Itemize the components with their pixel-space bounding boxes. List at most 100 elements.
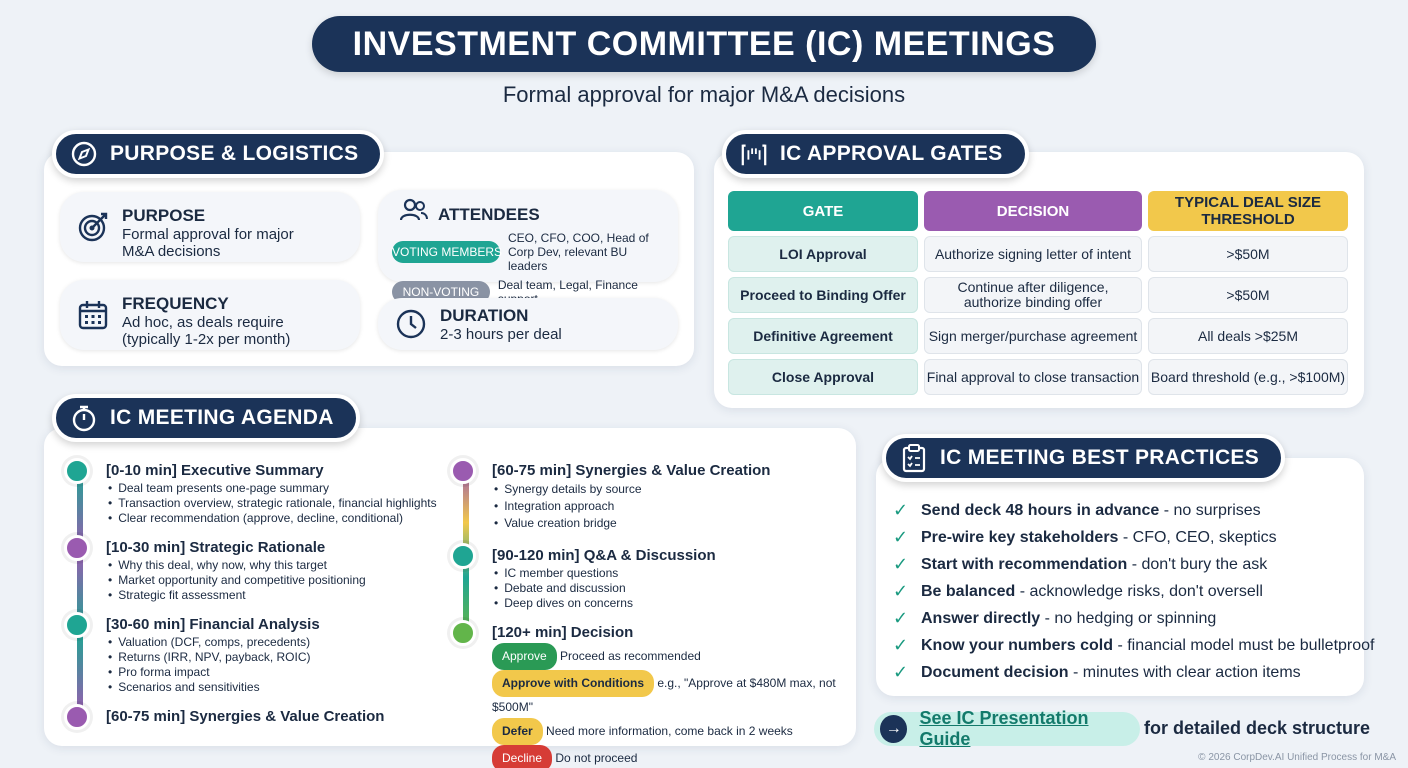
arrow-right-icon: → bbox=[880, 715, 908, 743]
purpose-text: Formal approval for major M&A decisions bbox=[122, 226, 294, 260]
agenda-heading: [30-60 min] Financial Analysis bbox=[106, 616, 320, 633]
voting-members-badge: VOTING MEMBERS bbox=[392, 241, 502, 263]
agenda-bullet: Strategic fit assessment bbox=[106, 588, 450, 603]
frequency-card: FREQUENCY Ad hoc, as deals require (typi… bbox=[60, 280, 360, 350]
list-item: ✓Be balanced - acknowledge risks, don't … bbox=[893, 578, 1374, 605]
page-subtitle: Formal approval for major M&A decisions bbox=[502, 82, 906, 107]
list-item: ✓Document decision - minutes with clear … bbox=[893, 659, 1374, 686]
purpose-logistics-title: PURPOSE & LOGISTICS bbox=[110, 142, 359, 165]
list-item: ✓Start with recommendation - don't bury … bbox=[893, 551, 1374, 578]
agenda-bullet: Transaction overview, strategic rational… bbox=[106, 496, 450, 511]
presentation-guide-suffix: for detailed deck structure bbox=[1144, 718, 1371, 738]
practice-detail: - financial model must be bulletproof bbox=[1113, 636, 1375, 654]
gate-cell: Definitive Agreement bbox=[728, 318, 918, 354]
agenda-right-column: [60-75 min] Synergies & Value Creation S… bbox=[446, 458, 846, 768]
agenda-bullet: Deep dives on concerns bbox=[492, 596, 846, 611]
compass-icon bbox=[70, 140, 98, 168]
practice-detail: - acknowledge risks, don't oversell bbox=[1015, 582, 1263, 600]
clipboard-icon bbox=[900, 444, 928, 473]
agenda-bullet: Deal team presents one-page summary bbox=[106, 481, 450, 496]
agenda-bullet: Synergy details by source bbox=[492, 481, 846, 498]
timeline-dot bbox=[450, 458, 476, 484]
threshold-cell: All deals >$25M bbox=[1148, 318, 1348, 354]
list-item: ✓ Know your numbers cold - financial mode… bbox=[893, 632, 1374, 659]
approve-conditions-badge: Approve with Conditions bbox=[492, 670, 654, 697]
agenda-bullet: Returns (IRR, NPV, payback, ROIC) bbox=[106, 650, 450, 665]
copyright-text: © 2026 CorpDev.AI Unified Process for M&… bbox=[1198, 752, 1396, 763]
timeline-dot bbox=[64, 612, 90, 638]
best-practices-list: ✓Send deck 48 hours in advance - no surp… bbox=[893, 497, 1374, 686]
timeline-dot bbox=[64, 704, 90, 730]
approve-badge: Approve bbox=[492, 643, 557, 670]
agenda-item: [60-75 min] Synergies & Value Creation S… bbox=[446, 458, 846, 546]
approval-gates-tab: IC APPROVAL GATES bbox=[722, 130, 1029, 178]
presentation-guide-link[interactable]: → See IC Presentation Guide bbox=[874, 708, 1140, 749]
practice-title: Pre-wire key stakeholders bbox=[921, 528, 1119, 546]
decision-cell: Continue after diligence, authorize bind… bbox=[924, 277, 1142, 313]
check-icon: ✓ bbox=[893, 500, 909, 520]
presentation-guide-label: See IC Presentation Guide bbox=[919, 708, 1089, 749]
best-practices-tab: IC MEETING BEST PRACTICES bbox=[882, 434, 1286, 482]
threshold-header: TYPICAL DEAL SIZE THRESHOLD bbox=[1148, 191, 1348, 231]
check-icon: ✓ bbox=[893, 608, 909, 628]
agenda-bullet: Debate and discussion bbox=[492, 581, 846, 596]
timeline-dot bbox=[64, 458, 90, 484]
agenda-bullet: Scenarios and sensitivities bbox=[106, 680, 450, 695]
practice-title: Know your numbers cold bbox=[921, 636, 1114, 654]
frequency-text: Ad hoc, as deals require (typically 1-2x… bbox=[122, 314, 291, 348]
purpose-logistics-tab: PURPOSE & LOGISTICS bbox=[52, 130, 385, 178]
check-icon: ✓ bbox=[893, 662, 909, 682]
table-row: Close Approval Final approval to close t… bbox=[728, 359, 1348, 395]
gate-cell: Proceed to Binding Offer bbox=[728, 277, 918, 313]
table-row: Proceed to Binding Offer Continue after … bbox=[728, 277, 1348, 313]
defer-text: Need more information, come back in 2 we… bbox=[546, 724, 793, 738]
page-title: INVESTMENT COMMITTEE (IC) MEETINGS bbox=[312, 16, 1096, 72]
practice-detail: - don't bury the ask bbox=[1127, 555, 1268, 573]
decision-header: DECISION bbox=[924, 191, 1142, 231]
agenda-tab: IC MEETING AGENDA bbox=[52, 394, 360, 442]
threshold-cell: Board threshold (e.g., >$100M) bbox=[1148, 359, 1348, 395]
agenda-title: IC MEETING AGENDA bbox=[110, 406, 334, 429]
frequency-label: FREQUENCY bbox=[122, 294, 229, 313]
decline-badge: Decline bbox=[492, 745, 553, 768]
duration-text: 2-3 hours per deal bbox=[440, 325, 562, 343]
non-voting-badge: NON-VOTING bbox=[392, 281, 490, 303]
attendees-label: ATTENDEES bbox=[438, 204, 540, 224]
check-icon: ✓ bbox=[893, 527, 909, 547]
check-icon: ✓ bbox=[893, 554, 909, 574]
agenda-heading: [0-10 min] Executive Summary bbox=[106, 462, 324, 479]
practice-title: Send deck 48 hours in advance bbox=[921, 501, 1160, 519]
agenda-timeline-left bbox=[77, 470, 83, 714]
agenda-bullet: Market opportunity and competitive posit… bbox=[106, 573, 450, 588]
check-icon: ✓ bbox=[893, 635, 909, 655]
purpose-card: PURPOSE Formal approval for major M&A de… bbox=[60, 192, 360, 262]
agenda-bullet: Integration approach bbox=[492, 498, 846, 515]
decision-cell: Sign merger/purchase agreement bbox=[924, 318, 1142, 354]
list-item: ✓ Answer directly - no hedging or spinnin… bbox=[893, 605, 1374, 632]
practice-detail: - minutes with clear action items bbox=[1068, 663, 1301, 681]
threshold-cell: >$50M bbox=[1148, 236, 1348, 272]
practice-detail: - CFO, CEO, skeptics bbox=[1118, 528, 1277, 546]
calendar-icon bbox=[76, 298, 110, 332]
practice-title: Be balanced bbox=[921, 582, 1016, 600]
target-icon bbox=[76, 210, 110, 244]
attendees-card: ATTENDEES VOTING MEMBERS CEO, CFO, COO, … bbox=[378, 190, 678, 306]
agenda-item: [10-30 min] Strategic Rationale Why this… bbox=[60, 535, 450, 615]
agenda-item: [120+ min] Decision Approve Proceed as r… bbox=[446, 620, 846, 768]
approval-gates-table: GATE DECISION TYPICAL DEAL SIZE THRESHOL… bbox=[722, 186, 1354, 400]
agenda-item: [60-75 min] Synergies & Value Creation bbox=[60, 704, 450, 730]
decision-cell: Authorize signing letter of intent bbox=[924, 236, 1142, 272]
approve-text: Proceed as recommended bbox=[560, 649, 701, 663]
best-practices-title: IC MEETING BEST PRACTICES bbox=[940, 446, 1260, 469]
timeline-dot bbox=[64, 535, 90, 561]
gate-header: GATE bbox=[728, 191, 918, 231]
agenda-bullet: Clear recommendation (approve, decline, … bbox=[106, 511, 450, 526]
agenda-heading: [120+ min] Decision bbox=[492, 624, 634, 641]
practice-detail: - no hedging or spinning bbox=[1040, 609, 1217, 627]
table-row: LOI Approval Authorize signing letter of… bbox=[728, 236, 1348, 272]
practice-title: Answer directly bbox=[921, 609, 1041, 627]
gate-icon bbox=[740, 140, 768, 168]
agenda-heading: [60-75 min] Synergies & Value Creation bbox=[106, 708, 385, 725]
best-practices-panel bbox=[876, 458, 1364, 696]
duration-card: DURATION 2-3 hours per deal bbox=[378, 298, 678, 350]
